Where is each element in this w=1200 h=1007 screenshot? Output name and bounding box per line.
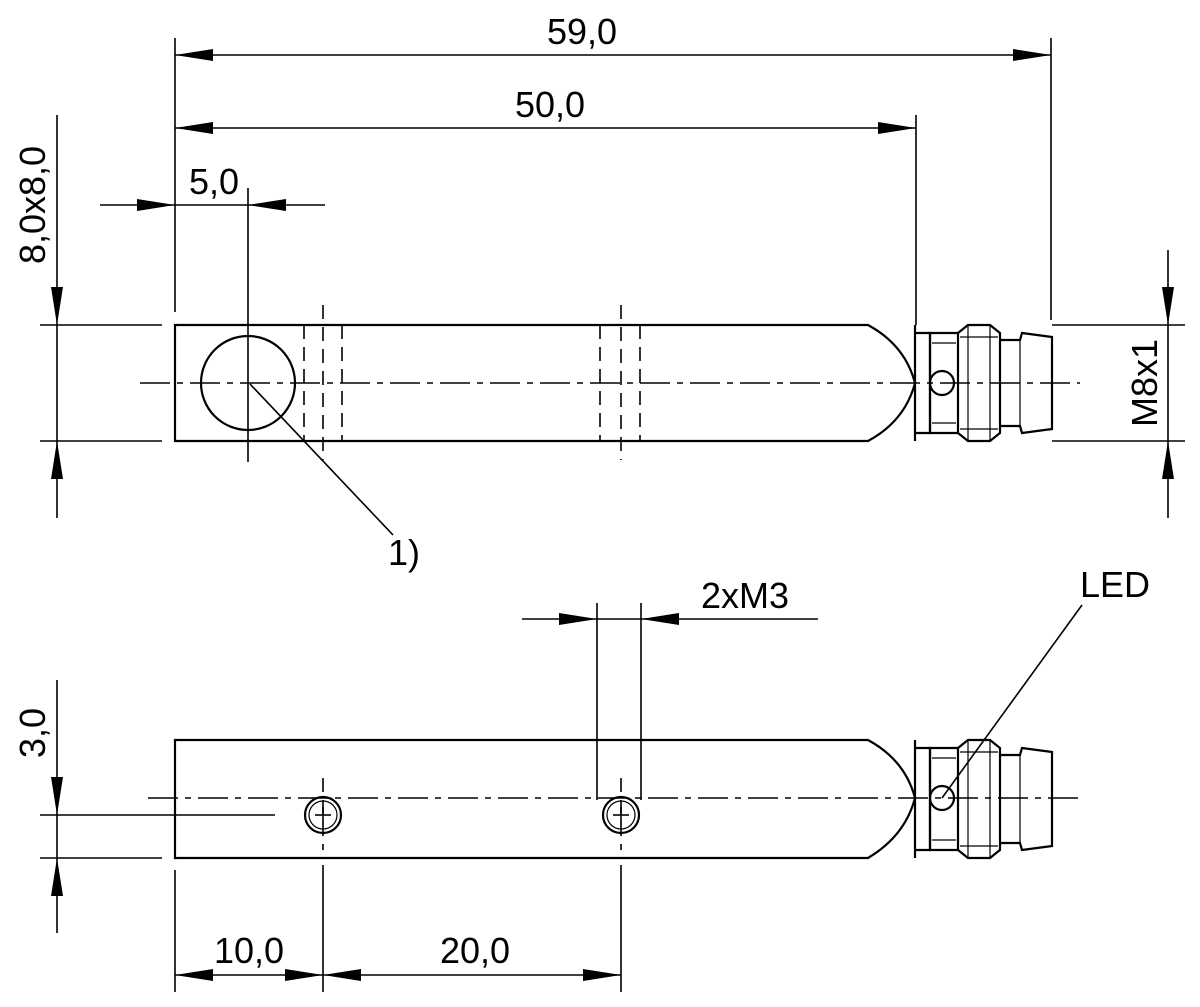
dim-label-overall-length: 59,0 [547,11,617,52]
dim-hole-offset: 10,0 [175,930,323,981]
bottom-nut-threads [932,740,998,858]
dim-led-offset: 5,0 [100,161,325,211]
dim-label-hole-height: 3,0 [12,708,53,758]
top-nut-threads [932,325,998,441]
dim-hole-height: 3,0 [12,680,63,933]
dim-label-hole-offset: 10,0 [214,930,284,971]
dim-label-hole-spacing: 20,0 [440,930,510,971]
dim-mount-thread: 2xM3 [522,575,818,625]
bottom-view [40,603,1083,992]
dim-cross-section: 8,0x8,0 [12,115,63,518]
dim-hole-spacing: 20,0 [323,930,621,981]
dim-label-body-length: 50,0 [515,84,585,125]
callout-led: LED [1080,564,1150,605]
dim-thread: M8x1 [1124,250,1174,518]
dim-overall-length: 59,0 [175,11,1051,61]
bottom-body-outline [173,738,917,860]
leader-note-1 [249,383,394,536]
bottom-nut [928,738,1002,860]
top-view [40,38,1185,536]
dim-label-led-offset: 5,0 [189,161,239,202]
dim-label-mount-thread: 2xM3 [701,575,789,616]
dim-label-cross-section: 8,0x8,0 [12,146,53,264]
callout-note-1: 1) [388,532,420,573]
leader-led [941,604,1083,799]
bottom-neck [913,740,932,858]
bottom-plug [1000,746,1054,852]
dim-label-thread: M8x1 [1124,339,1165,427]
dim-body-length: 50,0 [175,84,916,134]
